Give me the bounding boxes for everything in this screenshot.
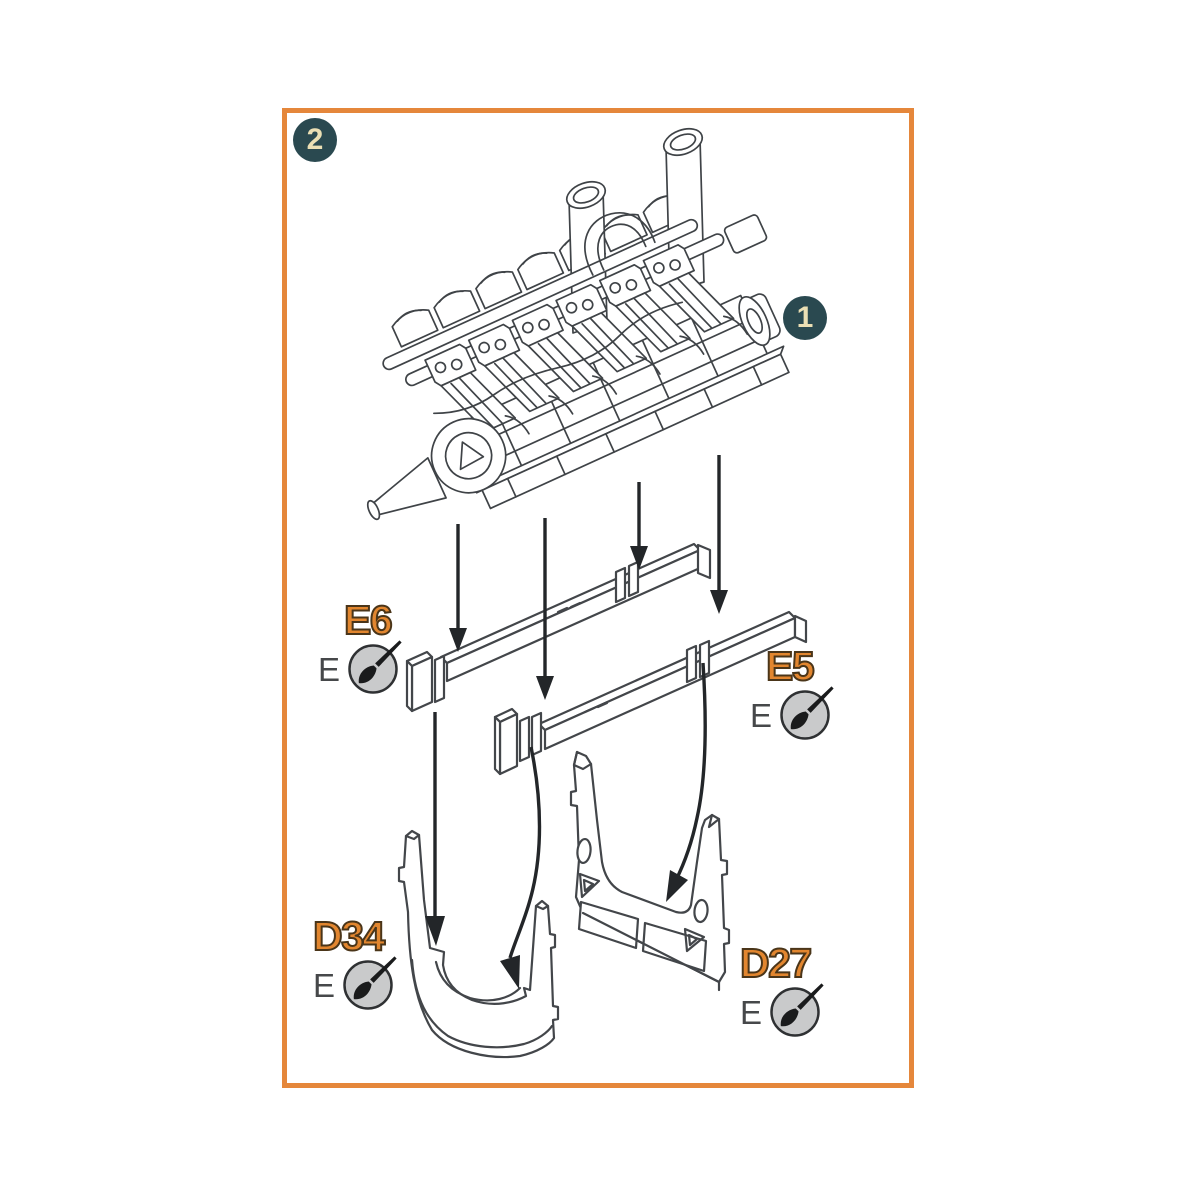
part-number: D34 [312, 913, 386, 959]
prop-shaft [366, 417, 507, 521]
engine-bearer-e6 [405, 542, 712, 713]
assembly-arrows [425, 455, 728, 989]
step-frame-border [282, 108, 914, 1088]
paint-instruction: E [740, 983, 880, 1038]
paint-brush-icon [348, 640, 402, 694]
paint-brush-icon [343, 956, 397, 1010]
paint-color-code: E [750, 696, 773, 734]
paint-instruction: E [313, 956, 453, 1011]
paint-color-code: E [318, 650, 341, 688]
step-number-badge: 2 [293, 118, 337, 162]
paint-brush-icon [780, 686, 834, 740]
mounting-frame-d27 [569, 750, 731, 992]
step-number: 2 [306, 123, 324, 156]
paint-instruction: E [750, 686, 890, 741]
engine-illustration [366, 127, 790, 521]
part-number: E5 [765, 643, 816, 689]
paint-brush-icon [770, 983, 824, 1037]
part-label-d34: D34 E [312, 913, 453, 1011]
engine-bearer-e5 [493, 610, 808, 776]
paint-color-code: E [313, 966, 336, 1004]
mounting-frame-d34 [397, 829, 560, 1059]
plumbing-line [433, 301, 684, 415]
part-label-d27: D27 E [739, 940, 880, 1038]
part-number: D27 [739, 940, 813, 986]
rear-accessories [723, 214, 781, 347]
paint-instruction: E [318, 640, 458, 695]
lower-rail [481, 345, 790, 510]
part-label-e5: E5 E [750, 643, 890, 741]
assembly-ref-badge: 1 [783, 296, 827, 340]
paint-color-code: E [740, 993, 763, 1031]
part-number: E6 [343, 597, 394, 643]
part-label-e6: E6 E [318, 597, 458, 695]
assembly-ref-number: 1 [796, 301, 814, 334]
